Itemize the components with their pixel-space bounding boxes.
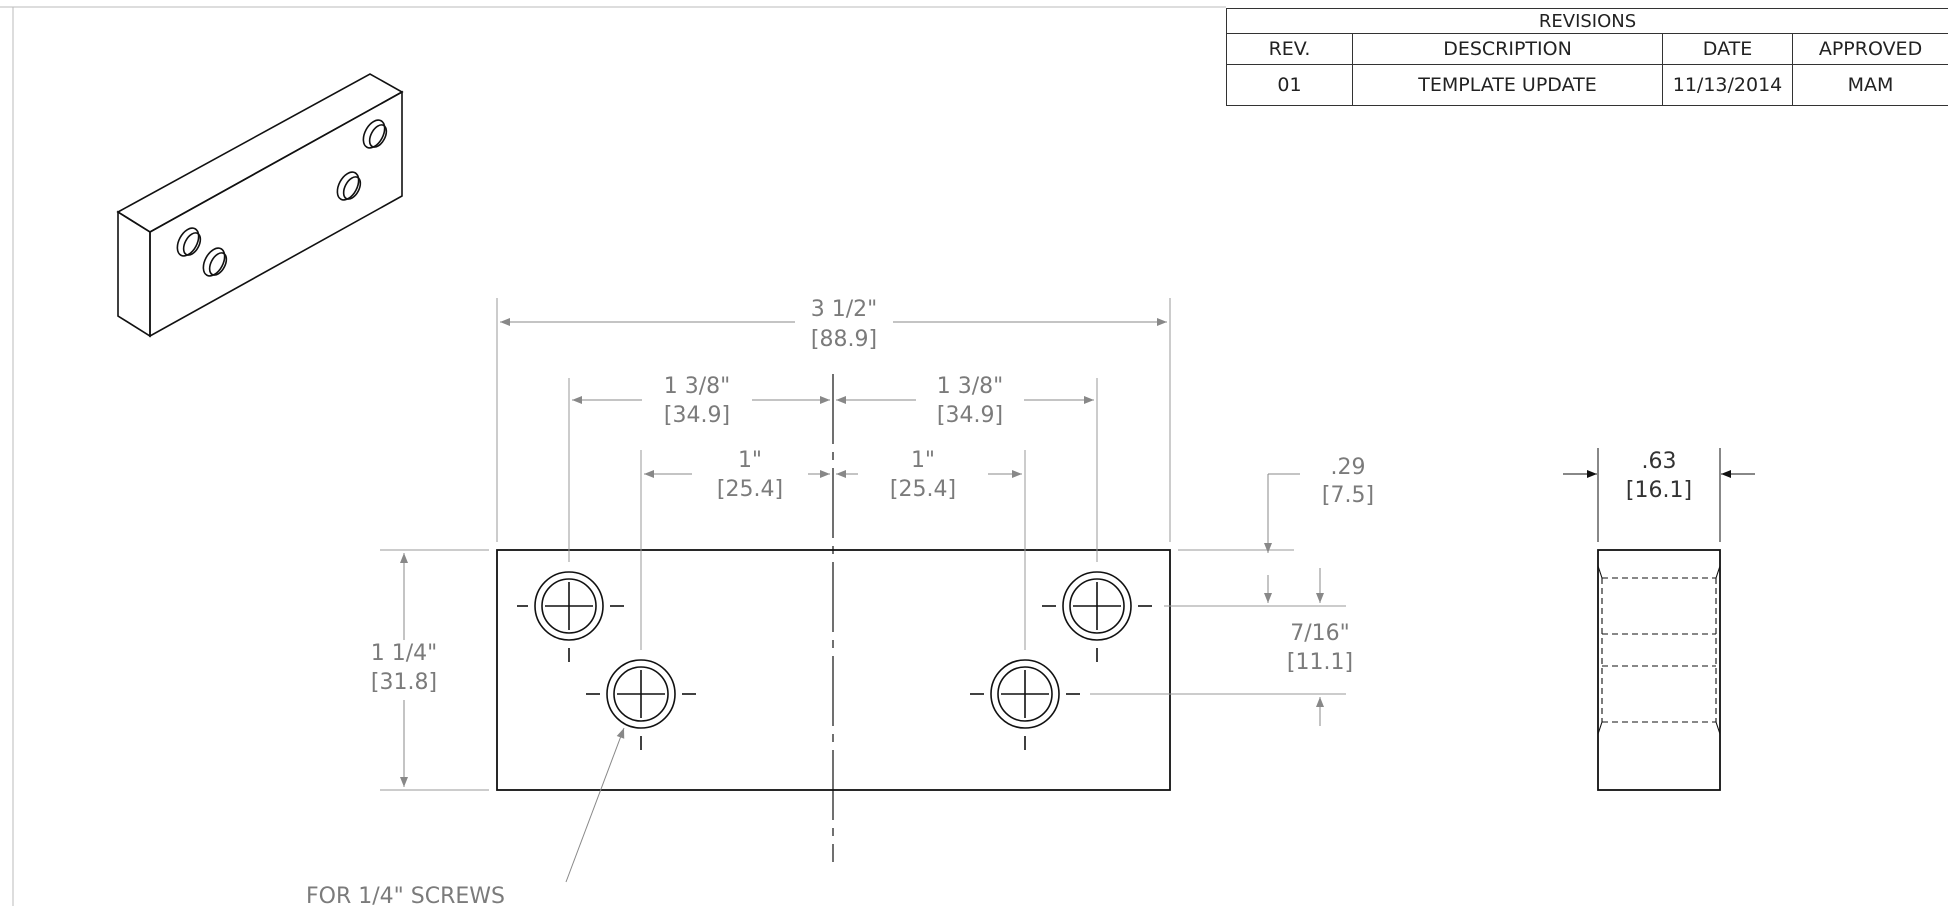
height-fraction-label: 1 1/4" (371, 641, 438, 666)
screw-note: FOR 1/4" SCREWS (306, 884, 505, 906)
revisions-title-row: REVISIONS (1225, 8, 1948, 34)
left-outer-mm-label: [34.9] (664, 403, 730, 428)
revision-approved: MAM (1791, 64, 1948, 106)
left-inner-fraction-label: 1" (738, 448, 762, 473)
top-offset-fraction-label: .29 (1331, 455, 1366, 480)
revision-row: 01 TEMPLATE UPDATE 11/13/2014 MAM (1226, 64, 1948, 106)
left-outer-fraction-label: 1 3/8" (664, 374, 731, 399)
header-rev: REV. (1226, 33, 1353, 65)
header-approved: APPROVED (1791, 33, 1948, 65)
height-mm-label: [31.8] (371, 670, 437, 695)
mounting-holes (517, 571, 1152, 750)
thickness-fraction-label: .63 (1642, 449, 1677, 474)
revision-description: TEMPLATE UPDATE (1352, 64, 1663, 106)
hole-upper-left (517, 571, 624, 662)
right-inner-fraction-label: 1" (911, 448, 935, 473)
dimension-lines (400, 318, 1324, 883)
side-view (1563, 448, 1755, 791)
revision-date: 11/13/2014 (1662, 64, 1793, 106)
isometric-view (116, 73, 404, 338)
left-inner-mm-label: [25.4] (717, 477, 783, 502)
hole-spacing-fraction-label: 7/16" (1290, 621, 1350, 646)
header-date: DATE (1662, 33, 1793, 65)
dimension-labels: 3 1/2" [88.9] 1 3/8" [34.9] 1 3/8" [34.9… (306, 297, 1692, 906)
revisions-title: REVISIONS (1225, 8, 1948, 34)
width-fraction-label: 3 1/2" (811, 297, 878, 322)
width-mm-label: [88.9] (811, 327, 877, 352)
thickness-mm-label: [16.1] (1626, 478, 1692, 503)
revisions-header-row: REV. DESCRIPTION DATE APPROVED (1226, 33, 1948, 65)
right-inner-mm-label: [25.4] (890, 477, 956, 502)
revisions-table: REVISIONS REV. DESCRIPTION DATE APPROVED… (1225, 8, 1948, 106)
hole-spacing-mm-label: [11.1] (1287, 650, 1353, 675)
front-view (496, 374, 1171, 862)
hole-upper-right (1042, 571, 1152, 662)
sheet-border (0, 6, 1226, 906)
extension-lines (380, 298, 1346, 791)
right-outer-mm-label: [34.9] (937, 403, 1003, 428)
hole-lower-right (970, 659, 1080, 750)
hole-lower-left (586, 659, 696, 750)
top-offset-mm-label: [7.5] (1322, 483, 1374, 508)
right-outer-fraction-label: 1 3/8" (937, 374, 1004, 399)
